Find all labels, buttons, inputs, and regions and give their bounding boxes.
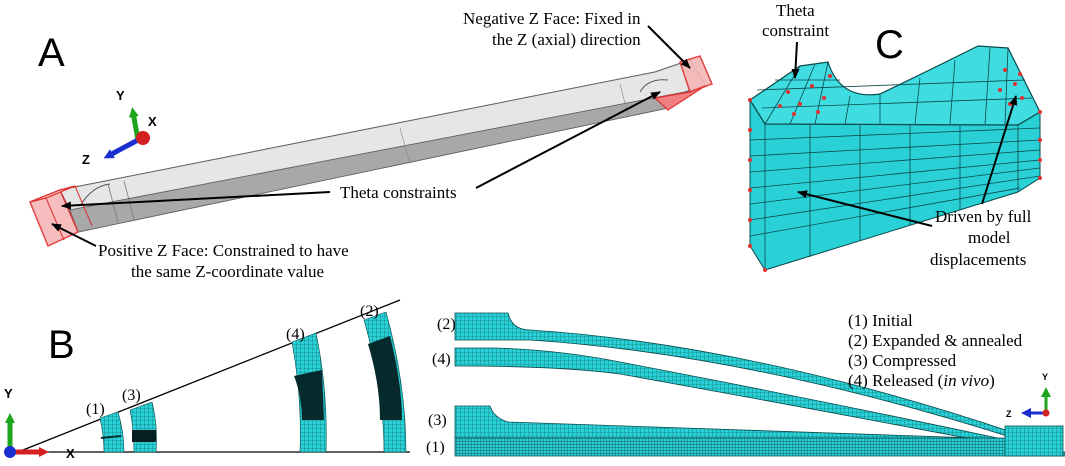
z-axis-dot-b xyxy=(4,446,16,458)
driven-line1: Driven by full xyxy=(935,207,1032,226)
axis-triad-b-right: Y Z xyxy=(1006,372,1051,419)
axis-label-x-b: X xyxy=(66,446,75,461)
axis-label-y: Y xyxy=(116,88,125,103)
legend: (1) Initial (2) Expanded & annealed (3) … xyxy=(848,311,1023,390)
strut-model xyxy=(59,59,706,233)
strut-1 xyxy=(454,437,1065,457)
theta-constraint-line2: constraint xyxy=(762,21,829,40)
axis-label-x: X xyxy=(148,114,157,129)
panel-b-letter: B xyxy=(48,323,75,367)
axis-triad-b: Y X xyxy=(4,386,75,461)
legend-item-1: (1) Initial xyxy=(848,311,913,330)
pos-face-arrow xyxy=(51,223,97,247)
driven-line2: model xyxy=(968,228,1011,247)
driven-line3: displacements xyxy=(930,250,1026,269)
section-2 xyxy=(363,311,407,453)
wedge-top-line xyxy=(17,299,401,453)
section-label-4: (4) xyxy=(286,326,305,343)
theta-arrow-left xyxy=(61,191,331,210)
panel-c-letter: C xyxy=(875,23,904,67)
legend-item-4: (4) Released (in vivo) xyxy=(848,371,995,390)
legend-item-2: (2) Expanded & annealed xyxy=(848,331,1023,350)
panel-a: A xyxy=(29,9,714,281)
axis-label-z: Z xyxy=(82,152,90,167)
neg-face-arrow xyxy=(647,25,691,69)
section-3 xyxy=(129,401,157,453)
panel-b: B (1) (3) (4) (2) Y X xyxy=(4,299,410,461)
neg-face-label-line1: Negative Z Face: Fixed in xyxy=(463,9,641,28)
x-axis-dot xyxy=(136,131,150,145)
legend-item-3: (3) Compressed xyxy=(848,351,957,370)
section-4 xyxy=(291,332,327,453)
panel-a-letter: A xyxy=(38,31,65,75)
driven-arrow-left xyxy=(797,190,933,227)
section-1 xyxy=(99,411,125,453)
strut-label-2: (2) xyxy=(437,316,456,333)
panel-b-right: (2) (4) (3) (1) (1) Initial (2) Expanded… xyxy=(426,311,1065,457)
axis-triad-a: Y X Z xyxy=(82,88,157,167)
strut-end-block xyxy=(1004,425,1064,457)
theta-constraints-label: Theta constraints xyxy=(340,183,457,202)
strut-label-3: (3) xyxy=(428,412,447,429)
axis-label-y-b: Y xyxy=(4,386,13,401)
section-label-1: (1) xyxy=(86,401,105,418)
axis-label-y-br: Y xyxy=(1042,372,1048,382)
z-axis-arrow xyxy=(103,137,140,159)
section-label-3: (3) xyxy=(122,387,141,404)
pos-face-label-line2: the same Z-coordinate value xyxy=(131,262,324,281)
axis-label-z-br: Z xyxy=(1006,409,1012,419)
strut-label-1: (1) xyxy=(426,439,445,456)
x-axis-dot-br xyxy=(1042,409,1050,417)
pos-face-label-line1: Positive Z Face: Constrained to have xyxy=(98,241,349,260)
strut-label-4: (4) xyxy=(432,351,451,368)
driven-arrow-top xyxy=(981,95,1018,205)
neg-face-label-line2: the Z (axial) direction xyxy=(492,30,641,49)
strut-2 xyxy=(454,312,1036,446)
theta-constraint-line1: Theta xyxy=(776,1,815,20)
theta-arrow-right xyxy=(475,91,661,189)
theta-constraint-arrow xyxy=(791,41,800,79)
panel-c: C xyxy=(748,1,1042,272)
submodel-mesh xyxy=(748,45,1042,272)
section-label-2: (2) xyxy=(360,303,379,320)
